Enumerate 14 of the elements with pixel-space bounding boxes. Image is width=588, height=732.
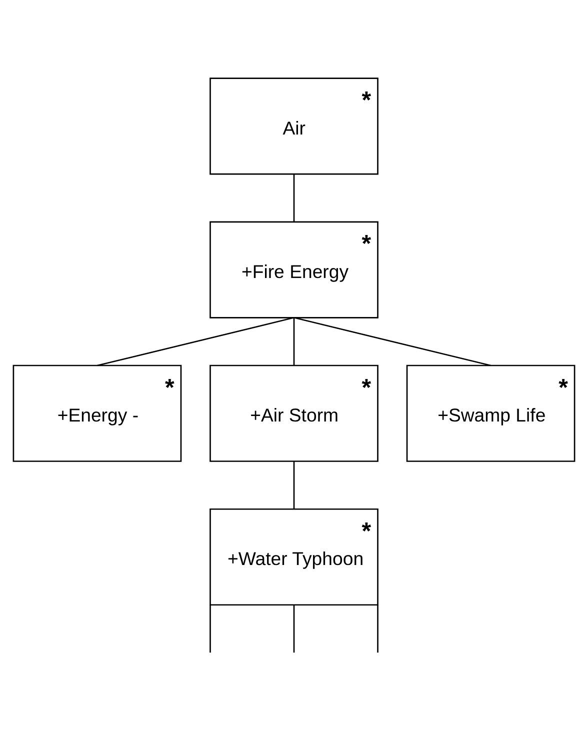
connector: [210, 604, 211, 653]
connector: [294, 317, 491, 366]
node-box: * +Swamp Life: [406, 364, 576, 462]
node-box: * +Water Typhoon: [210, 508, 378, 606]
node-box: * +Energy -: [12, 364, 182, 462]
connector: [293, 318, 295, 366]
connector: [97, 317, 294, 366]
node-box: * Air: [210, 78, 378, 175]
node-box: * +Fire Energy: [210, 221, 378, 318]
connector: [293, 174, 295, 222]
node-box: * +Air Storm: [210, 364, 378, 462]
connector: [293, 461, 295, 510]
connector: [293, 604, 295, 653]
connector: [377, 604, 378, 653]
